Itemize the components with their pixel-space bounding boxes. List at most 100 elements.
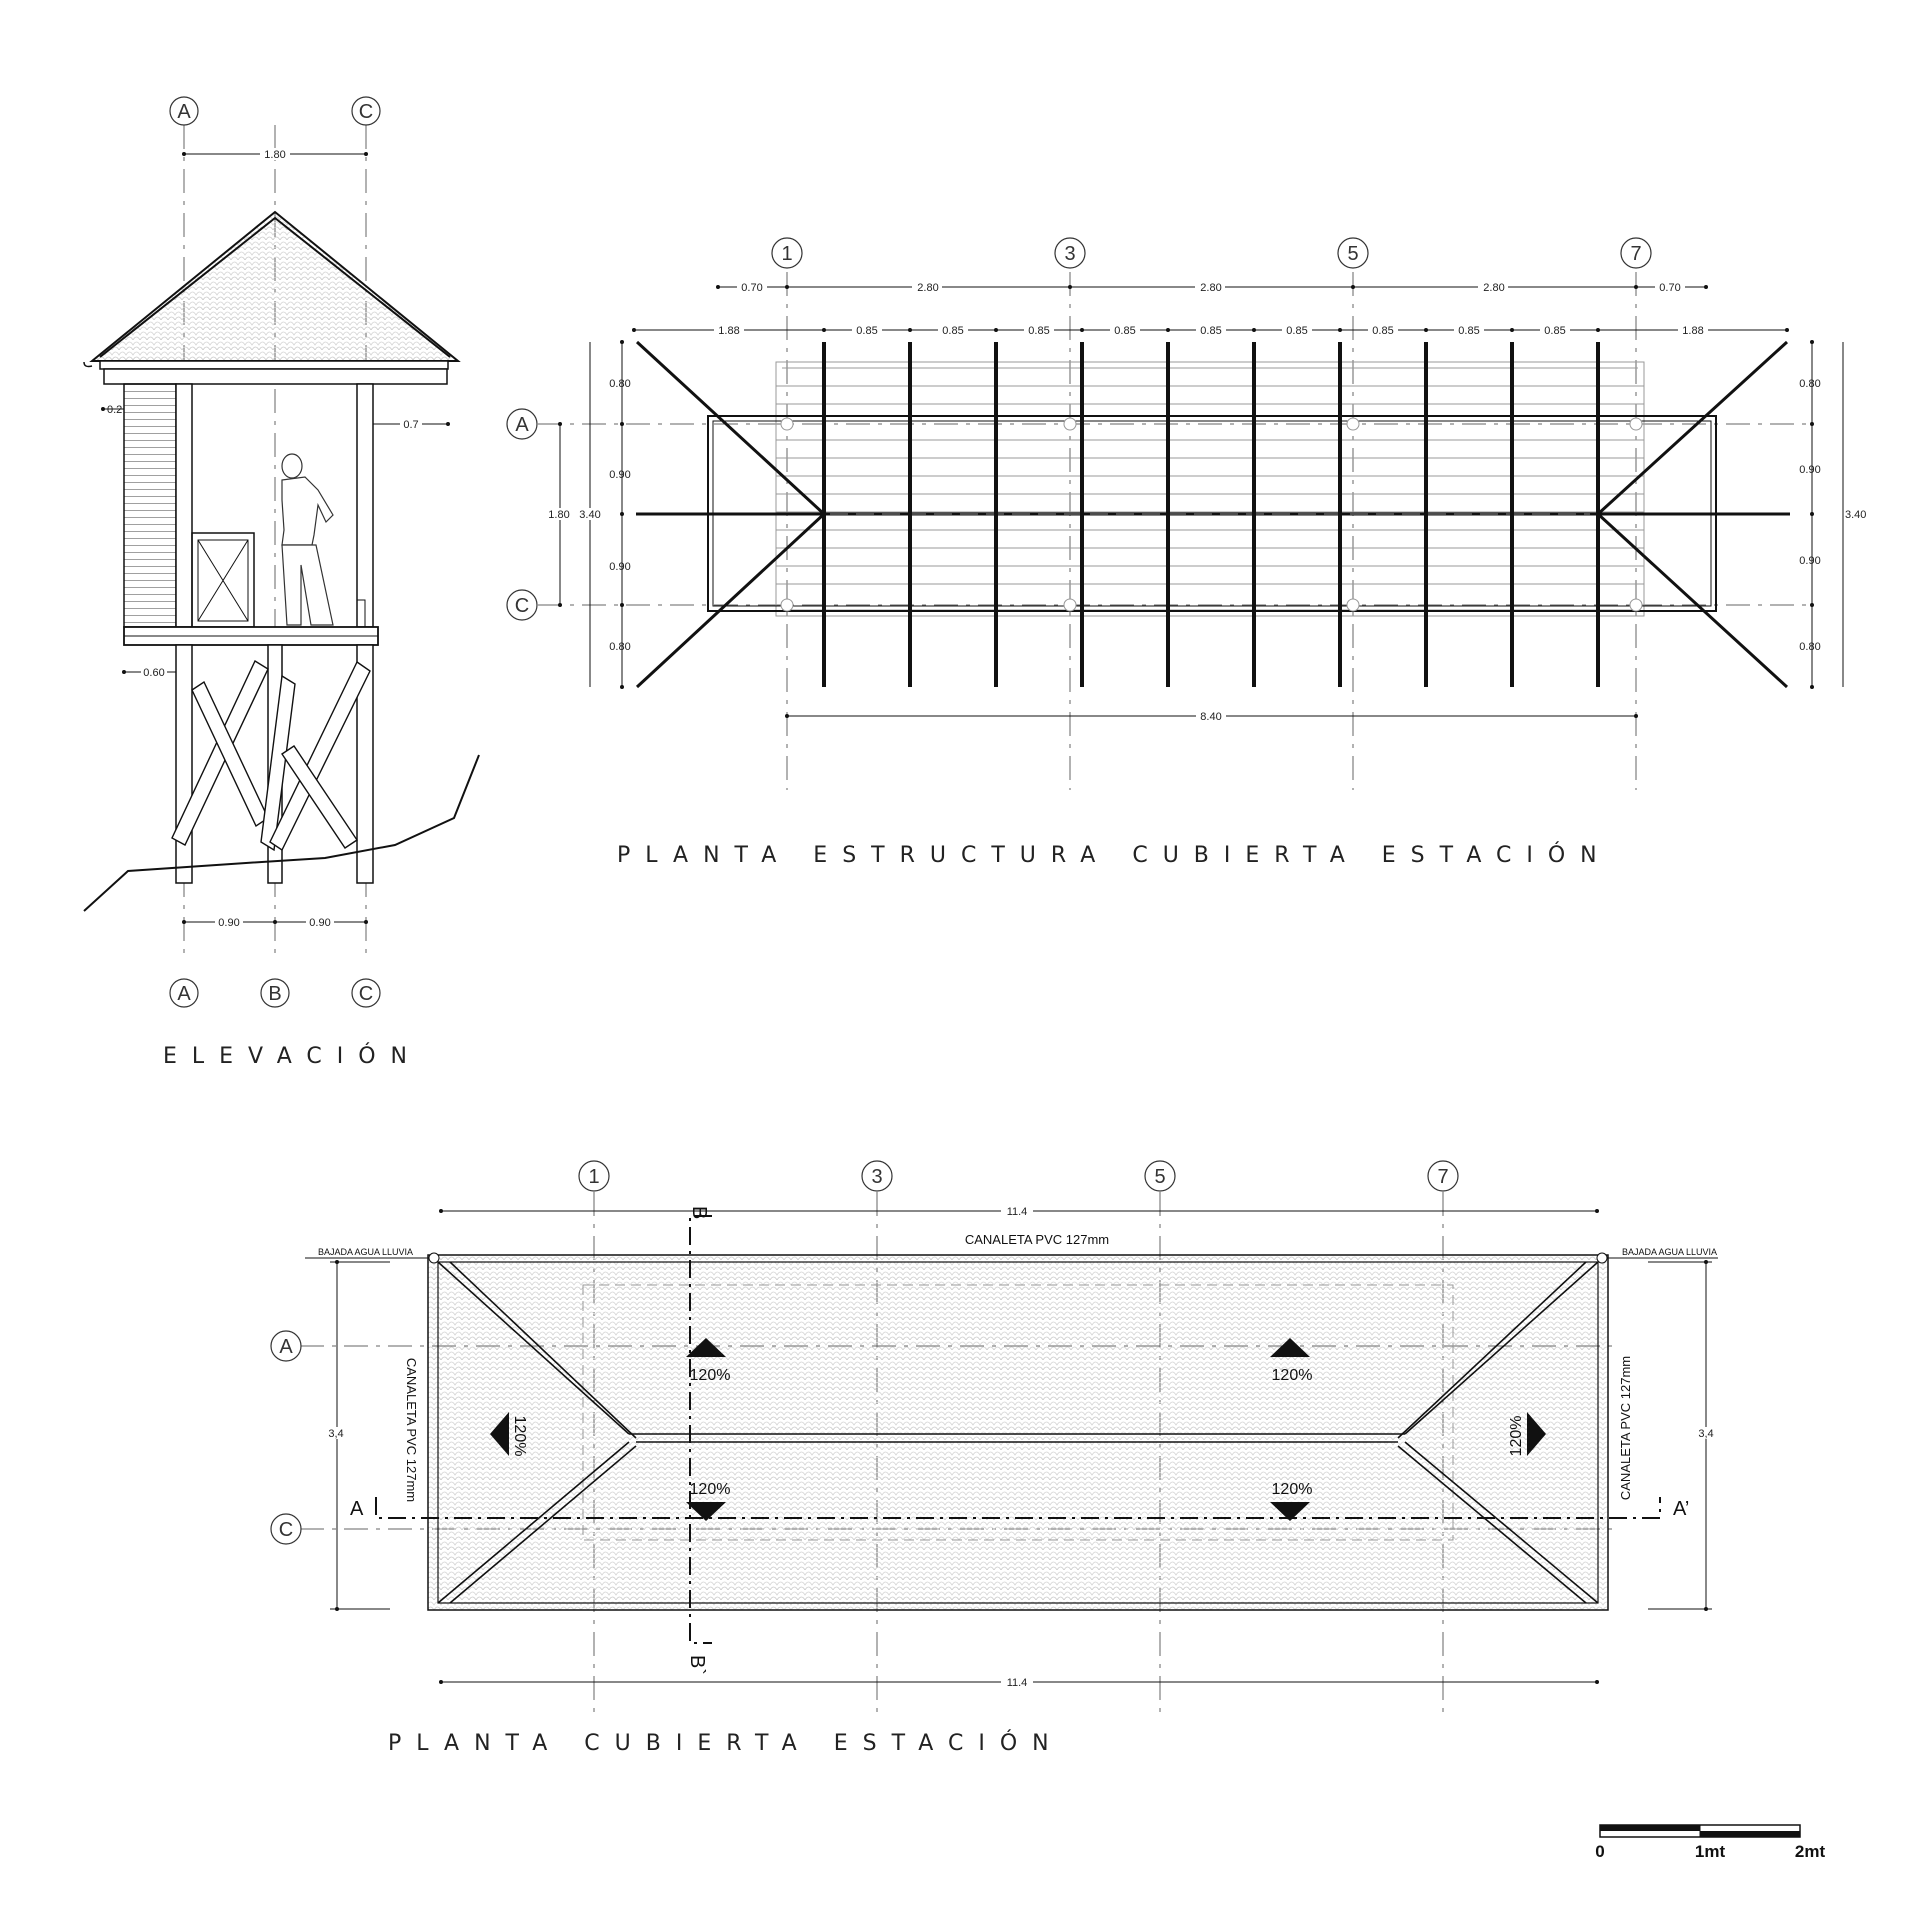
svg-text:7: 7 <box>1437 1166 1448 1188</box>
structure-dim-row2-1: 0.85 <box>856 325 877 337</box>
section-b-label: B <box>688 1206 710 1219</box>
svg-text:A: A <box>177 983 191 1005</box>
slope-label-left: 120% <box>511 1416 528 1457</box>
cabin-siding-wall <box>123 383 177 628</box>
structure-axis-bubble-1: 1 <box>771 237 803 269</box>
structure-plan-drawing: 1 3 5 7 A C <box>506 237 1866 868</box>
svg-text:3: 3 <box>871 1166 882 1188</box>
roof-axis-bubble-5: 5 <box>1144 1160 1176 1192</box>
gutter-profile <box>83 361 93 368</box>
structure-dim-right-0: 0.80 <box>1799 378 1820 390</box>
cross-braces <box>171 659 371 852</box>
svg-text:C: C <box>515 595 529 617</box>
gable-roof <box>89 210 461 362</box>
slope-arrow-icon <box>490 1338 1546 1521</box>
scale-bar: 0 1mt 2mt <box>1595 1824 1826 1861</box>
roof-axis-bubble-1: 1 <box>578 1160 610 1192</box>
structure-dim-row2-7: 0.85 <box>1372 325 1393 337</box>
scale-label-2: 2mt <box>1795 1842 1826 1861</box>
structure-dim-left-3: 0.80 <box>609 641 630 653</box>
elevation-axis-bubble-c-top: C <box>351 96 381 126</box>
structure-dim-row1-2: 2.80 <box>1200 282 1221 294</box>
section-line-a <box>375 1497 1661 1519</box>
structure-axis-bubble-c: C <box>506 589 538 621</box>
structure-dim-left-0: 0.80 <box>609 378 630 390</box>
roof-plan-drawing: 1 3 5 7 A C 11.4 <box>270 1160 1718 1756</box>
section-a-label: A <box>350 1498 364 1520</box>
elevation-title: ELEVACIÓN <box>163 1043 422 1069</box>
slope-label-top-left: 120% <box>690 1367 731 1384</box>
gutter-label-top: CANALETA PVC 127mm <box>965 1232 1109 1247</box>
structure-dim-row2-0: 1.88 <box>718 325 739 337</box>
roof-axis-bubble-7: 7 <box>1427 1160 1459 1192</box>
ground-line <box>83 754 480 912</box>
svg-text:A: A <box>515 414 529 436</box>
structure-dim-left-1: 0.90 <box>609 469 630 481</box>
structure-dim-row2-8: 0.85 <box>1458 325 1479 337</box>
roof-axis-bubble-3: 3 <box>861 1160 893 1192</box>
structure-dim-row1-3: 2.80 <box>1483 282 1504 294</box>
elevation-dim-base-left: 0.60 <box>143 667 164 679</box>
elevation-axis-bubble-c-bottom: C <box>351 978 381 1008</box>
roof-dim-left: 3,4 <box>328 1428 343 1440</box>
elevation-dim-eave-left: 0.2 <box>107 404 122 416</box>
svg-text:1: 1 <box>588 1166 599 1188</box>
roof-plan-title: PLANTA CUBIERTA ESTACIÓN <box>388 1730 1064 1756</box>
svg-text:5: 5 <box>1154 1166 1165 1188</box>
roof-axis-bubble-a: A <box>270 1330 302 1362</box>
structure-dim-row1-4: 0.70 <box>1659 282 1680 294</box>
elevation-axis-bubble-b-bottom: B <box>260 978 290 1008</box>
structure-dim-right-1: 0.90 <box>1799 464 1820 476</box>
structure-dim-row2-4: 0.85 <box>1114 325 1135 337</box>
slope-label-top-right: 120% <box>1272 1367 1313 1384</box>
downpipe-icon <box>428 1252 1608 1264</box>
svg-text:B: B <box>268 983 281 1005</box>
roof-axis-bubble-c: C <box>270 1513 302 1545</box>
structure-axis-bubble-5: 5 <box>1337 237 1369 269</box>
svg-text:C: C <box>279 1519 293 1541</box>
structure-plan-title: PLANTA ESTRUCTURA CUBIERTA ESTACIÓN <box>617 842 1612 868</box>
structure-dim-row1-0: 0.70 <box>741 282 762 294</box>
svg-text:7: 7 <box>1630 243 1641 265</box>
roof-ridge-and-hips <box>437 1261 1599 1604</box>
svg-text:1: 1 <box>781 243 792 265</box>
structure-dim-right-2: 0.90 <box>1799 555 1820 567</box>
roof-dim-bottom: 11.4 <box>1007 1677 1028 1689</box>
slope-label-right: 120% <box>1508 1416 1525 1457</box>
svg-text:A: A <box>279 1336 293 1358</box>
railing-x-brace <box>191 532 255 628</box>
hip-rafters <box>635 340 1789 689</box>
human-figure-icon <box>281 453 334 626</box>
post-c <box>356 644 374 884</box>
structure-dim-right-total: 3.40 <box>1845 509 1866 521</box>
structure-dim-left-2: 0.90 <box>609 561 630 573</box>
section-line-b <box>689 1215 712 1644</box>
section-b-end-label: B` <box>686 1655 708 1675</box>
structure-dim-row2-6: 0.85 <box>1286 325 1307 337</box>
common-rafters <box>822 342 1600 687</box>
svg-text:3: 3 <box>1064 243 1075 265</box>
roof-dim-top: 11.4 <box>1007 1206 1028 1218</box>
structure-dim-left-total-a: 1.80 <box>548 509 569 521</box>
section-a-end-label: A’ <box>1673 1498 1689 1520</box>
downpipe-label-left: BAJADA AGUA LLUVIA <box>318 1247 413 1257</box>
elevation-dim-bottom-right: 0.90 <box>309 917 330 929</box>
structure-axis-bubble-3: 3 <box>1054 237 1086 269</box>
slope-label-bottom-right: 120% <box>1272 1481 1313 1498</box>
elevation-dim-top: 1.80 <box>264 149 285 161</box>
structure-dim-row2-5: 0.85 <box>1200 325 1221 337</box>
elevation-dim-eave-right: 0.7 <box>403 419 418 431</box>
svg-text:C: C <box>359 101 373 123</box>
structure-dim-row1-1: 2.80 <box>917 282 938 294</box>
structure-dim-bottom: 8.40 <box>1200 711 1221 723</box>
svg-text:A: A <box>177 101 191 123</box>
svg-text:C: C <box>359 983 373 1005</box>
scale-label-0: 0 <box>1595 1842 1604 1861</box>
roof-dim-right: 3,4 <box>1698 1428 1713 1440</box>
elevation-axis-bubble-a-top: A <box>169 96 199 126</box>
structure-dim-left-total-b: 3.40 <box>579 509 600 521</box>
structure-dim-row2-3: 0.85 <box>1028 325 1049 337</box>
post-a <box>175 644 193 884</box>
scale-label-1: 1mt <box>1695 1842 1726 1861</box>
